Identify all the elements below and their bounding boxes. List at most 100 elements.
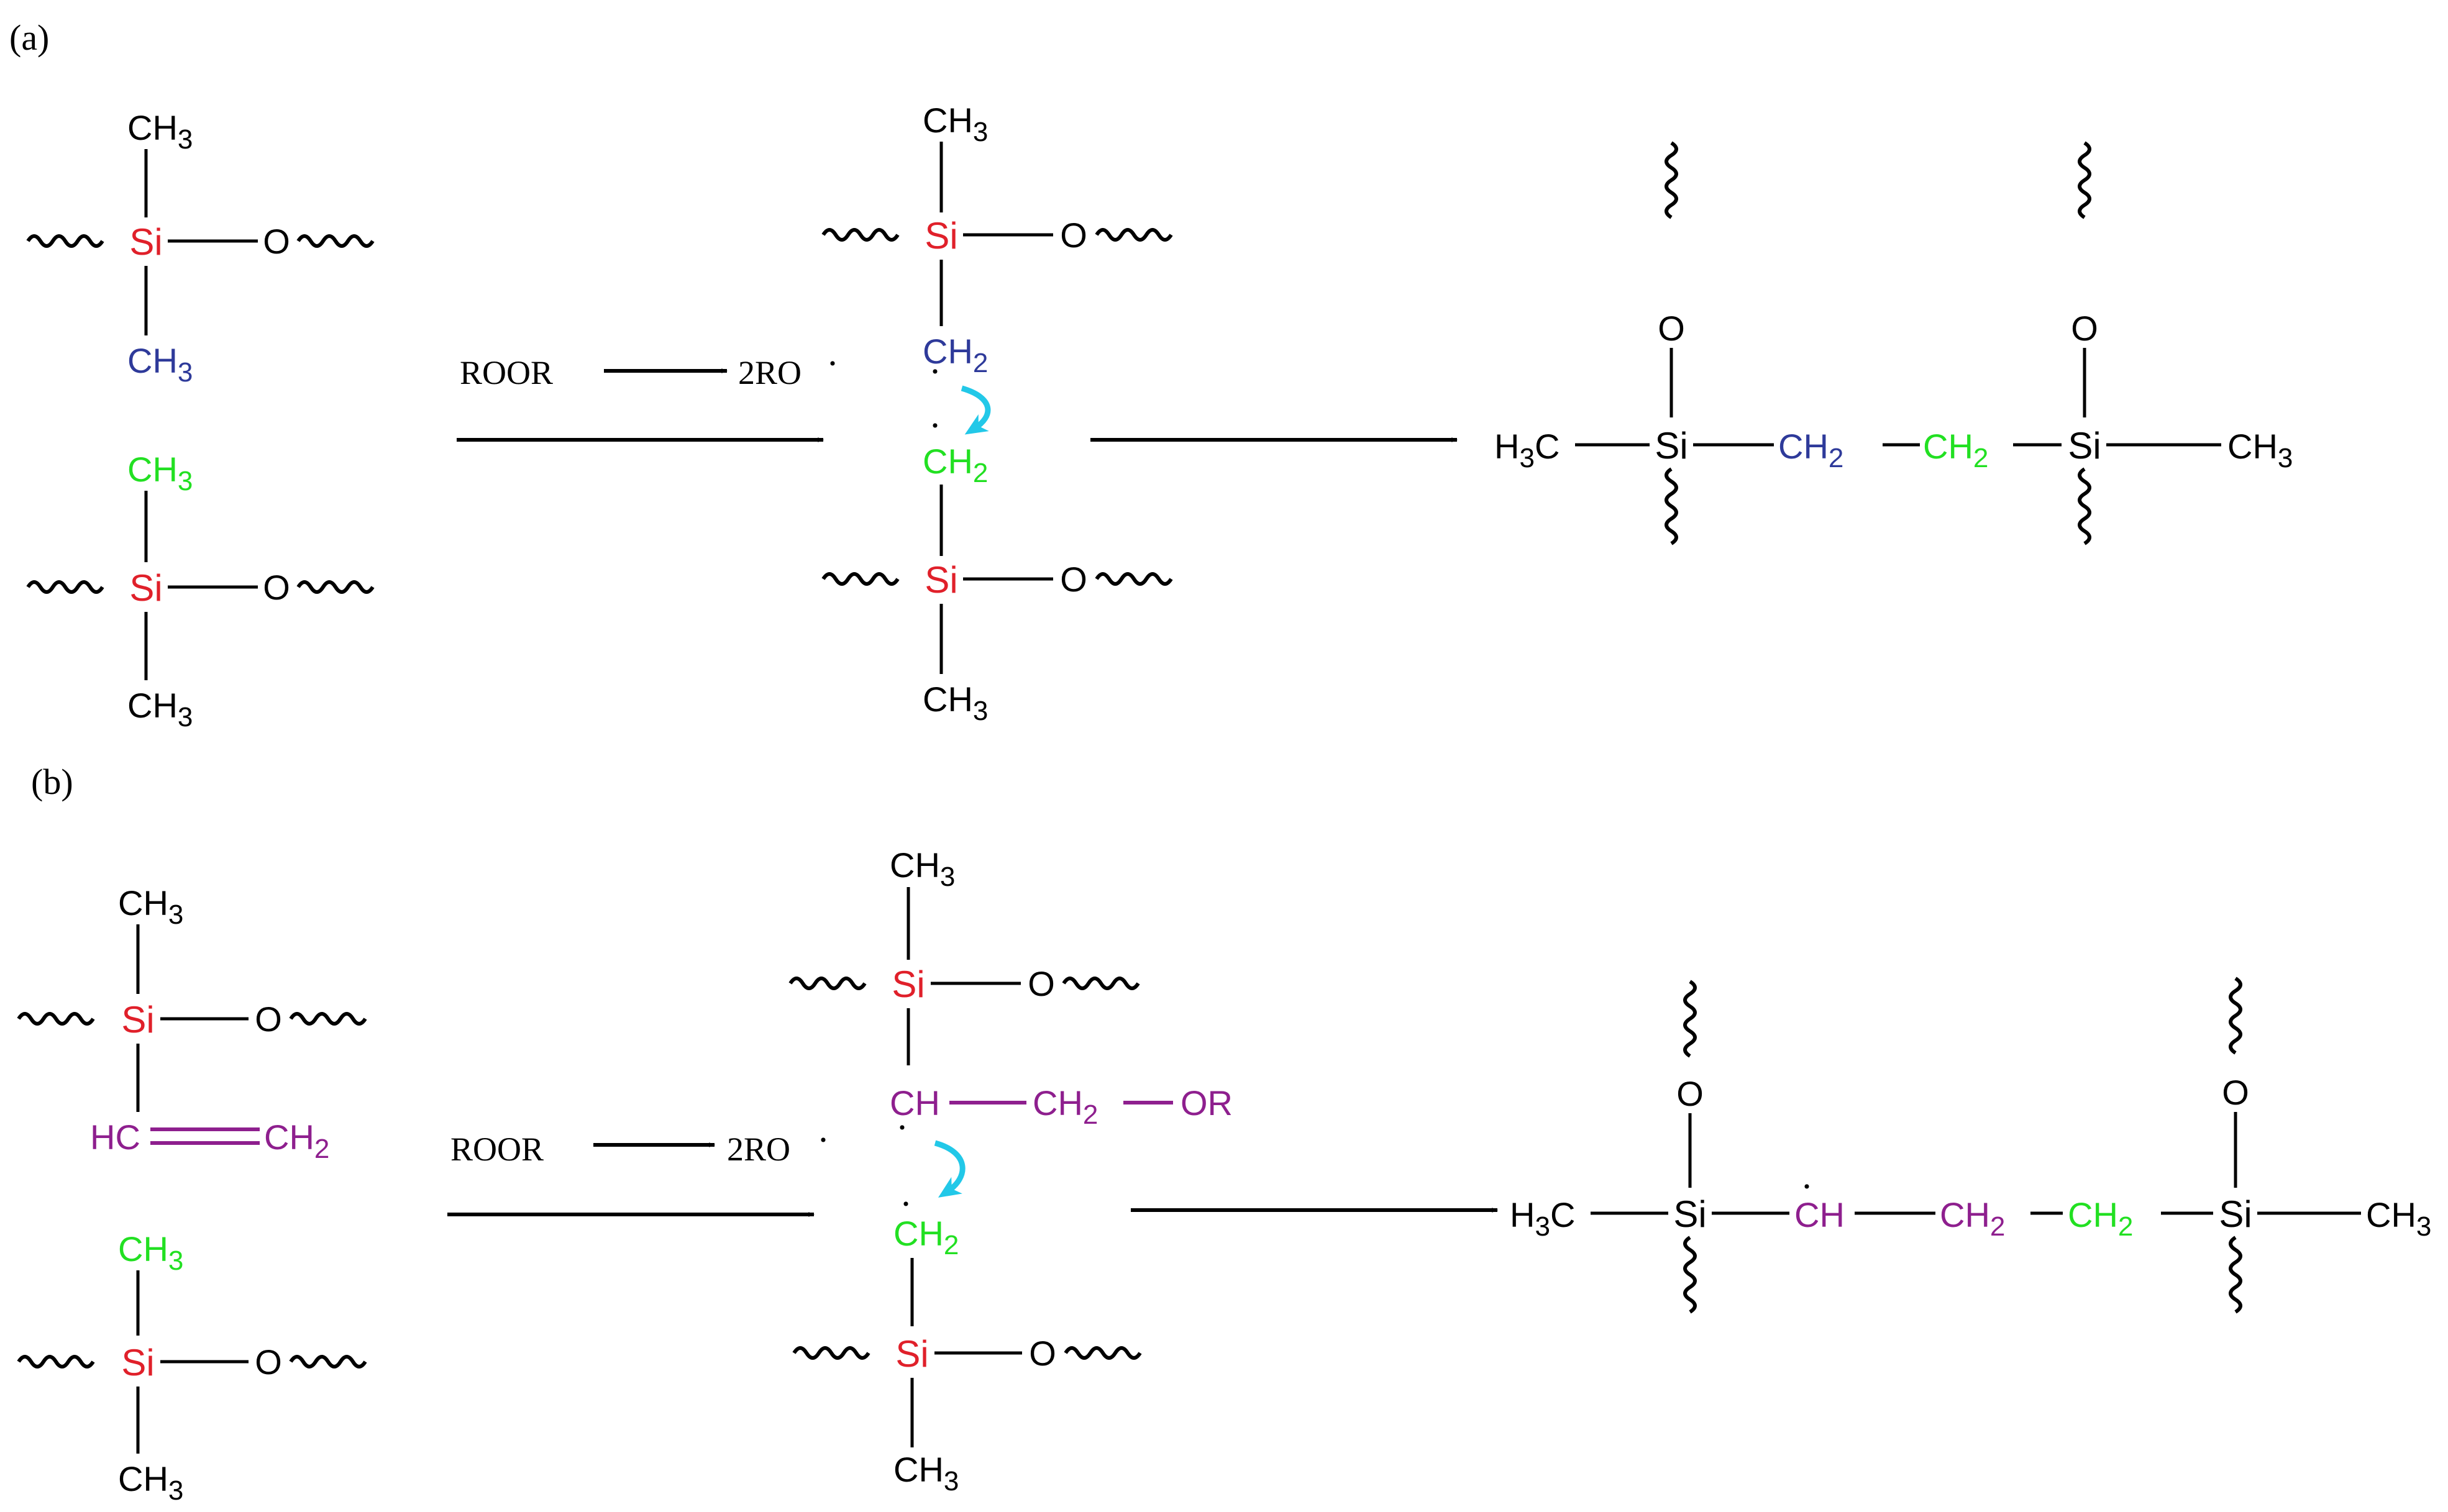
methyl-group-green: CH3 (127, 450, 193, 496)
polymer-chain-wavy (788, 977, 867, 990)
methyl-group: CH3 (118, 1459, 183, 1506)
peroxide-initiator: ROOR (450, 1131, 544, 1168)
methyl-group-green: CH3 (118, 1229, 183, 1276)
polymer-chain-wavy (296, 234, 375, 248)
silicon-atom: Si (1673, 1193, 1706, 1235)
silicon-atom: Si (129, 567, 162, 609)
peroxide-initiator: ROOR (460, 354, 553, 391)
polymer-chain-wavy (1095, 228, 1173, 242)
methyl-group-blue: CH3 (127, 341, 193, 388)
oxygen-atom: O (1658, 309, 1685, 348)
methylene-radical-green: CH2 (923, 442, 988, 488)
silicon-atom: Si (925, 559, 957, 601)
radical-dot: · (1801, 1166, 1813, 1207)
oxygen-atom: O (2071, 309, 2098, 348)
panel-label-a: (a) (9, 17, 49, 58)
methyl-group: CH3 (127, 686, 193, 732)
oxygen-atom: O (1060, 216, 1087, 255)
alkoxy-radical: 2RO (738, 354, 802, 391)
polymer-chain-wavy (1665, 467, 1678, 545)
polymer-chain-wavy (17, 1355, 95, 1369)
methyl-group: CH3 (923, 680, 988, 726)
polymer-chain-wavy (792, 1346, 870, 1360)
vinyl-carbon: HC (90, 1118, 140, 1157)
methylene-group: CH2 (1033, 1083, 1098, 1130)
methine-radical: CH (1794, 1195, 1845, 1234)
crosslinked-product-a: O H3C Si CH2 CH2 O Si CH3 (1494, 141, 2293, 545)
methyl-group: CH3 (2366, 1195, 2431, 1242)
silicon-atom: Si (892, 963, 925, 1005)
polymer-chain-wavy (821, 572, 900, 586)
methyl-group: CH3 (2227, 427, 2293, 473)
methylene-radical-blue: CH2 (923, 332, 988, 378)
polymer-chain-wavy (1095, 572, 1173, 586)
methyl-group: CH3 (118, 883, 183, 930)
silicon-atom: Si (129, 221, 162, 263)
radical-dot: · (896, 1107, 908, 1148)
radical-dot: · (929, 351, 941, 392)
radical-intermediate-b: CH3 Si O CH CH2 OR · · CH2 Si O CH3 (788, 845, 1233, 1496)
polymer-chain-wavy (1665, 141, 1678, 219)
silicon-atom: Si (2068, 425, 2101, 467)
polymer-chain-wavy (289, 1012, 367, 1026)
oxygen-atom: O (263, 568, 290, 607)
radical-dot: · (929, 405, 941, 446)
polymer-chain-wavy (1683, 980, 1697, 1058)
silicon-atom: Si (1655, 425, 1688, 467)
silicon-atom: Si (895, 1333, 928, 1375)
panel-b: CH3 Si O HC CH2 CH3 Si O CH3 R (17, 845, 2431, 1506)
silicon-atom: Si (925, 215, 957, 257)
polymer-chain-wavy (2229, 1236, 2242, 1314)
oxygen-atom: O (255, 1342, 282, 1382)
methyl-group: H3C (1494, 427, 1560, 473)
methine-radical: CH (890, 1083, 940, 1123)
methylene-radical-green: CH2 (893, 1214, 959, 1260)
polymer-chain-wavy (26, 234, 104, 248)
reactant-b2: CH3 Si O CH3 (17, 1229, 367, 1506)
radical-dot: · (817, 1119, 829, 1160)
alkoxy-radical: 2RO (727, 1131, 790, 1168)
polymer-chain-wavy (2078, 141, 2091, 219)
methyl-group: CH3 (127, 108, 193, 155)
crosslinked-product-b: O H3C Si · CH CH2 CH2 O Si CH3 (1510, 977, 2431, 1314)
oxygen-atom: O (1060, 560, 1087, 599)
silicon-atom: Si (121, 999, 154, 1041)
curved-electron-arrow (934, 1140, 966, 1198)
radical-dot: · (826, 343, 839, 384)
polymer-chain-wavy (1683, 1236, 1697, 1314)
oxygen-atom: O (255, 1000, 282, 1039)
silicon-atom: Si (2219, 1193, 2252, 1235)
methylene-bridge-purple: CH2 (1940, 1195, 2005, 1242)
oxygen-atom: O (1676, 1074, 1704, 1113)
polymer-chain-wavy (2229, 977, 2242, 1055)
oxygen-atom: O (1029, 1334, 1056, 1373)
methylene-bridge-green: CH2 (1923, 427, 1988, 473)
methylene-bridge-blue: CH2 (1778, 427, 1843, 473)
oxygen-atom: O (2222, 1073, 2249, 1112)
polymer-chain-wavy (17, 1012, 95, 1026)
methylene-bridge-green: CH2 (2068, 1195, 2133, 1242)
methyl-group: H3C (1510, 1195, 1575, 1242)
methyl-group: CH3 (923, 101, 988, 147)
polymer-chain-wavy (296, 580, 375, 594)
radical-intermediate-a: CH3 Si O CH2 · · CH2 Si O CH3 (821, 101, 1173, 726)
alkoxy-group: OR (1181, 1083, 1233, 1123)
initiator-decomposition-a: ROOR 2RO · (457, 343, 839, 442)
initiator-decomposition-b: ROOR 2RO · (447, 1119, 829, 1217)
polymer-chain-wavy (26, 580, 104, 594)
polymer-chain-wavy (1062, 977, 1140, 990)
polymer-chain-wavy (1064, 1346, 1142, 1360)
radical-dot: · (900, 1183, 912, 1224)
oxygen-atom: O (1028, 964, 1055, 1003)
curved-electron-arrow (961, 385, 991, 435)
reactant-b1: CH3 Si O HC CH2 (17, 883, 367, 1164)
polymer-chain-wavy (2078, 467, 2091, 545)
panel-a: Si CH3 CH3 O CH3 Si O CH3 ROOR 2RO · (26, 101, 2293, 732)
polymer-chain-wavy (821, 228, 900, 242)
oxygen-atom: O (263, 222, 290, 261)
silicon-atom: Si (121, 1342, 154, 1383)
vinyl-methylene: CH2 (264, 1118, 329, 1164)
methyl-group: CH3 (890, 845, 955, 892)
polymer-chain-wavy (289, 1355, 367, 1369)
